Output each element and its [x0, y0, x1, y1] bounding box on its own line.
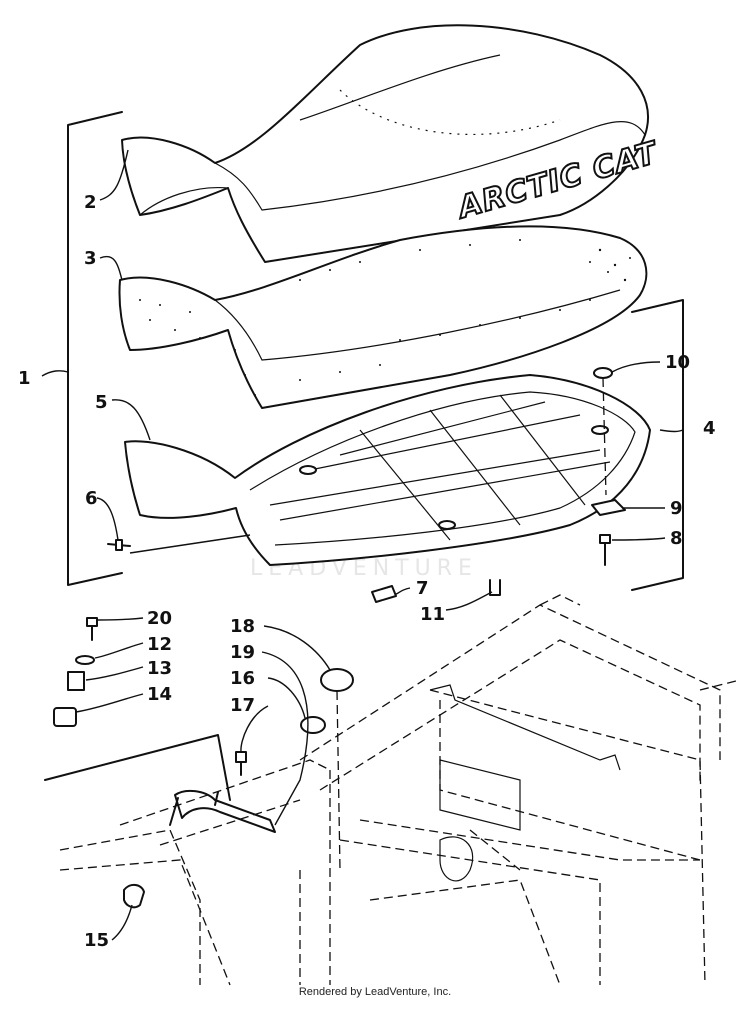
- callout-16: 16: [230, 668, 255, 689]
- callout-2: 2: [84, 192, 97, 213]
- clip-7: [371, 585, 397, 603]
- spacer-13: [67, 671, 85, 691]
- latch-19: [169, 789, 276, 833]
- bumper-15: [123, 884, 145, 909]
- seat-cover: ARCTIC CAT: [121, 24, 664, 263]
- callout-19: 19: [230, 642, 255, 663]
- bracket-assembly-4: [631, 299, 684, 591]
- callout-11: 11: [420, 604, 445, 625]
- bracket-9: [591, 499, 626, 516]
- callout-5: 5: [95, 392, 108, 413]
- callout-15: 15: [84, 930, 109, 951]
- washer-10: [593, 367, 613, 496]
- callout-6: 6: [85, 488, 98, 509]
- leader-lines: [41, 149, 684, 941]
- footer-credit: Rendered by LeadVenture, Inc.: [298, 986, 452, 998]
- knob-18: [320, 668, 354, 871]
- callout-labels: 1 2 3 4 5 6 7 8 9 10 11 12 13 14 15 16 1…: [18, 192, 716, 951]
- frame-outline: [59, 594, 741, 986]
- bolt-20: [86, 617, 98, 641]
- callout-1: 1: [18, 368, 31, 389]
- callout-20: 20: [147, 608, 172, 629]
- rivet-8: [599, 534, 611, 566]
- seat-base: [124, 374, 651, 566]
- bushing-16: [300, 716, 326, 734]
- callout-14: 14: [147, 684, 172, 705]
- grommet-14: [53, 707, 77, 727]
- callout-12: 12: [147, 634, 172, 655]
- washer-12: [75, 655, 95, 665]
- clip-11: [489, 579, 501, 596]
- callout-18: 18: [230, 616, 255, 637]
- seat-foam: [118, 225, 648, 409]
- callout-17: 17: [230, 695, 255, 716]
- callout-4: 4: [703, 418, 716, 439]
- callout-3: 3: [84, 248, 97, 269]
- callout-10: 10: [665, 352, 690, 373]
- pin-6: [107, 539, 131, 551]
- callout-7: 7: [416, 578, 429, 599]
- callout-9: 9: [670, 498, 683, 519]
- callout-13: 13: [147, 658, 172, 679]
- bracket-assembly-1: [67, 111, 123, 586]
- bolt-17: [235, 751, 247, 776]
- callout-8: 8: [670, 528, 683, 549]
